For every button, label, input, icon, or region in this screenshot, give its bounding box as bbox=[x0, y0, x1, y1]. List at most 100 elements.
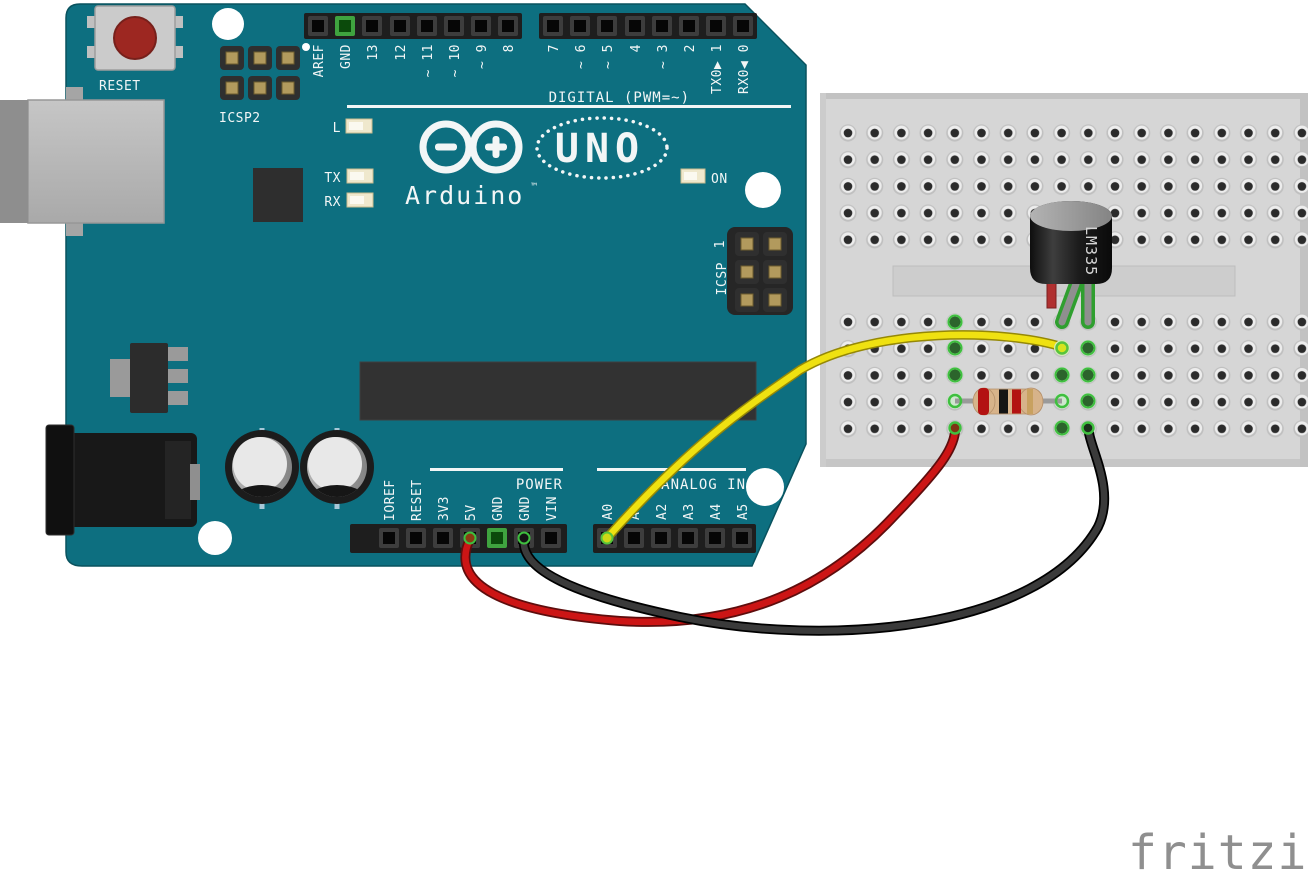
pin-label-9: ~ 9 bbox=[475, 44, 490, 69]
pin-label-ioref: IOREF bbox=[383, 479, 398, 521]
sensor-top bbox=[1030, 201, 1112, 231]
arduino-tm: ™ bbox=[531, 182, 537, 193]
uno-label: UNO bbox=[555, 126, 645, 172]
band-red-2 bbox=[1012, 389, 1021, 414]
sensor-label: LM335 bbox=[1082, 226, 1100, 276]
breadboard-left-edge bbox=[820, 93, 826, 467]
digital-pin-labels: AREF GND 13 12 ~ 11 ~ 10 ~ 9 8 7 ~ 6 ~ 5… bbox=[312, 44, 752, 94]
icsp-label: ICSP bbox=[715, 262, 730, 295]
usb-connector bbox=[0, 87, 165, 236]
wire-yellow-a0 bbox=[602, 330, 1067, 543]
mounting-hole bbox=[746, 468, 784, 506]
pin-label-3: ~ 3 bbox=[656, 44, 671, 69]
pin-label-a5: A5 bbox=[736, 503, 751, 520]
wires bbox=[460, 330, 1110, 636]
resistor bbox=[947, 387, 1070, 416]
analog-caption: ANALOG IN bbox=[661, 477, 746, 493]
pin-label-10: ~ 10 bbox=[448, 44, 463, 77]
mounting-hole bbox=[198, 521, 232, 555]
breadboard-right-edge bbox=[1300, 93, 1308, 467]
reset-button bbox=[87, 5, 183, 71]
capacitor bbox=[300, 428, 374, 509]
tip-black-at-breadboard bbox=[1081, 421, 1095, 435]
tip-red-at-breadboard bbox=[948, 421, 962, 435]
led-rx-label: RX bbox=[324, 195, 341, 210]
icsp-pin1-label: 1 bbox=[713, 240, 728, 248]
breadboard bbox=[820, 93, 1308, 467]
analog-header bbox=[593, 524, 756, 553]
pin-label-tx1: TX0▶ 1 bbox=[710, 44, 725, 94]
power-pin-labels: IOREF RESET 3V3 5V GND GND VIN bbox=[383, 479, 560, 521]
tip-yellow-at-a0 bbox=[600, 531, 614, 545]
logo-plus-v bbox=[492, 136, 500, 158]
logo-minus-ring bbox=[419, 120, 473, 174]
led-on-label: ON bbox=[711, 172, 728, 187]
pin-label-gnd2: GND bbox=[518, 496, 533, 521]
breadboard-holes-bottom bbox=[834, 308, 1308, 442]
fritzing-watermark: fritzing bbox=[1128, 825, 1308, 881]
pin-label-reset: RESET bbox=[410, 479, 425, 521]
logo-minus bbox=[435, 143, 457, 151]
tip-yellow-at-breadboard bbox=[1055, 341, 1069, 355]
band-red-1 bbox=[978, 388, 989, 415]
led-tx-label: TX bbox=[324, 171, 341, 186]
uno-dotted-oval bbox=[535, 116, 669, 180]
arduino-uno-board: RESET ICSP2 AREF GND 13 12 ~ 11 ~ 10 ~ 9 bbox=[0, 3, 807, 567]
breadboard-top-edge bbox=[820, 93, 1308, 99]
wire-red-5v bbox=[460, 427, 960, 627]
mounting-hole bbox=[212, 8, 244, 40]
breadboard-bottom-edge bbox=[820, 459, 1308, 467]
pin-label-11: ~ 11 bbox=[421, 44, 436, 77]
pin-label-7: 7 bbox=[547, 44, 562, 52]
capacitor bbox=[225, 428, 299, 509]
pcb-outline bbox=[65, 3, 807, 567]
pin-label-a4: A4 bbox=[709, 503, 724, 520]
reset-label: RESET bbox=[99, 79, 141, 94]
pin-label-gnd-top: GND bbox=[339, 44, 354, 69]
pin-label-3v3: 3V3 bbox=[437, 496, 452, 521]
pin-label-6: ~ 6 bbox=[574, 44, 589, 69]
sensor-leg-mid bbox=[1058, 280, 1080, 326]
pin-label-a0: A0 bbox=[601, 503, 616, 520]
pin1-dot bbox=[302, 43, 310, 51]
pin-label-2: 2 bbox=[683, 44, 698, 52]
icsp-header bbox=[727, 227, 793, 315]
pin-label-a2: A2 bbox=[655, 503, 670, 520]
mcu-chip bbox=[359, 361, 757, 421]
lm335-sensor: LM335 bbox=[1030, 201, 1112, 329]
tip-red-at-5v bbox=[463, 531, 477, 545]
pin-label-vin: VIN bbox=[545, 496, 560, 521]
silk-line-digital bbox=[347, 105, 791, 108]
pin-label-13: 13 bbox=[366, 44, 381, 61]
pin-label-5: ~ 5 bbox=[601, 44, 616, 69]
mounting-hole bbox=[745, 172, 781, 208]
voltage-regulator bbox=[110, 343, 188, 413]
silk-line-power bbox=[430, 468, 563, 471]
arduino-logo: UNO Arduino ™ bbox=[405, 116, 669, 210]
reset-button-cap bbox=[113, 16, 157, 60]
arduino-brand-label: Arduino bbox=[405, 181, 524, 210]
led-rx bbox=[346, 192, 374, 208]
power-header bbox=[350, 524, 567, 553]
led-l bbox=[345, 118, 373, 134]
pin-label-4: 4 bbox=[629, 44, 644, 52]
power-jack bbox=[45, 424, 200, 536]
icsp2-label: ICSP2 bbox=[219, 111, 261, 126]
pin-label-12: 12 bbox=[394, 44, 409, 61]
pin-label-5v: 5V bbox=[464, 504, 479, 521]
power-caption: POWER bbox=[516, 477, 563, 493]
led-tx bbox=[346, 168, 374, 184]
lead-ring-left bbox=[947, 393, 963, 409]
wire-black-gnd bbox=[518, 428, 1110, 636]
pin-label-gnd1: GND bbox=[491, 496, 506, 521]
led-l-label: L bbox=[333, 121, 341, 136]
pin-label-a3: A3 bbox=[682, 503, 697, 520]
logo-plus-ring bbox=[469, 120, 523, 174]
pin-label-rx0: RX0◀ 0 bbox=[737, 44, 752, 94]
digital-caption: DIGITAL (PWM=~) bbox=[549, 90, 690, 106]
pin-label-8: 8 bbox=[502, 44, 517, 52]
icsp2-header bbox=[219, 43, 310, 101]
led-on bbox=[680, 168, 706, 184]
